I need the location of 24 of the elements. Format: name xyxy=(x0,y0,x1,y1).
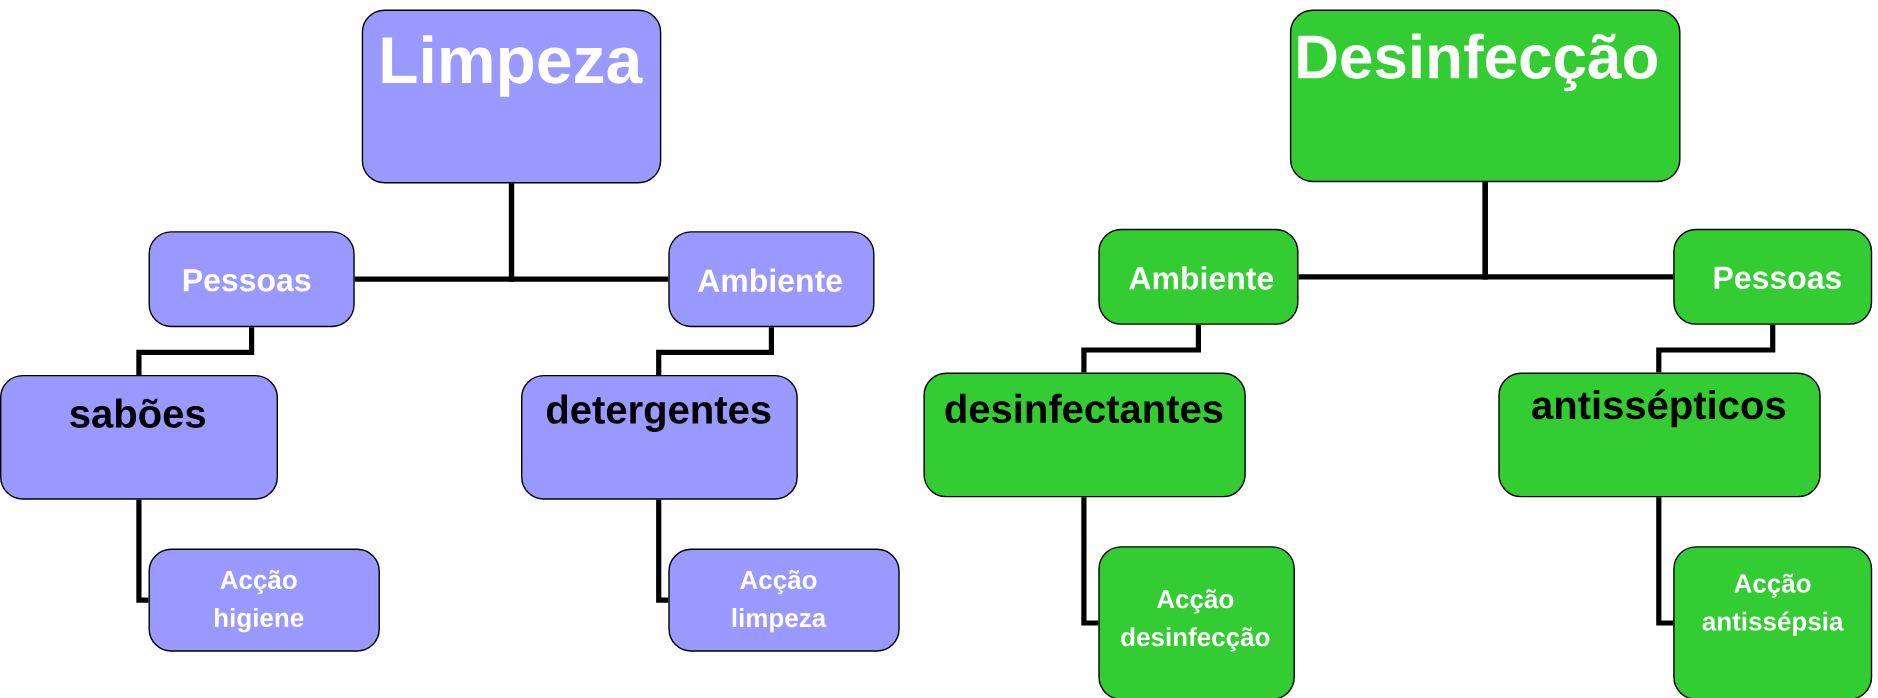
connector-line xyxy=(1656,324,1776,373)
rounded-box: Acção higiene xyxy=(148,548,380,652)
connector-line xyxy=(1081,497,1099,626)
rounded-box: Ambiente xyxy=(668,231,875,328)
rounded-box: Acção antissépsia xyxy=(1673,546,1873,698)
rounded-box: Pessoas xyxy=(1673,228,1873,325)
connector-line xyxy=(656,327,774,375)
rounded-box: Desinfecção xyxy=(1289,9,1681,183)
connector-line xyxy=(136,327,255,375)
connector-line xyxy=(656,499,669,603)
rounded-box: Acção desinfecção xyxy=(1098,546,1295,698)
rounded-box: Acção limpeza xyxy=(668,548,900,652)
rounded-box: Limpeza xyxy=(361,9,662,184)
rounded-box: detergentes xyxy=(521,374,798,500)
connector-line xyxy=(1081,324,1201,373)
connector-line xyxy=(136,499,149,603)
connector-line xyxy=(1656,497,1674,626)
connector-line xyxy=(1482,182,1674,280)
rounded-box: Pessoas xyxy=(148,231,355,328)
rounded-box: Ambiente xyxy=(1098,228,1299,325)
rounded-box: sabões xyxy=(0,374,278,500)
rounded-box: antissépticos xyxy=(1498,372,1821,498)
rounded-box: desinfectantes xyxy=(923,372,1246,498)
connector-line xyxy=(508,183,669,282)
